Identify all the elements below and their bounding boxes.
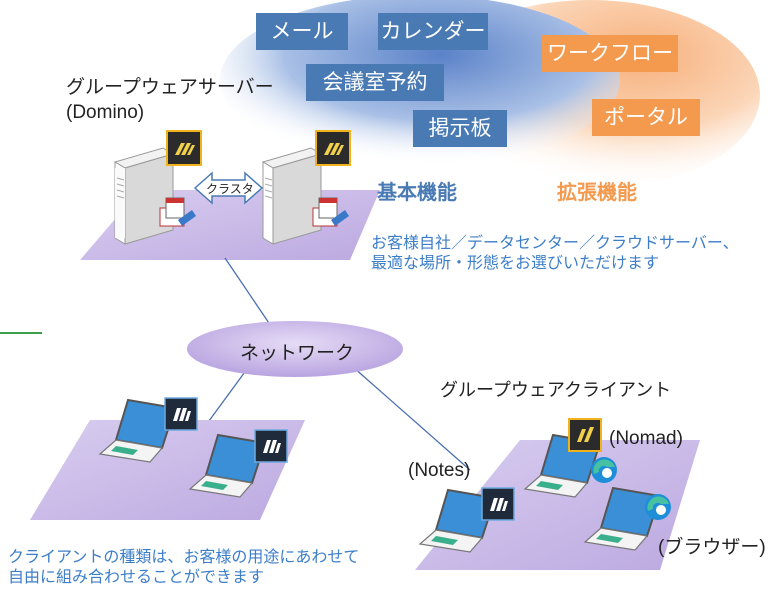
cluster-label: クラスタ (206, 182, 254, 196)
hosting-note-line2: 最適な場所・形態をお選びいただけます (371, 255, 660, 272)
client-note-line1: クライアントの種類は、お客様の用途にあわせて (8, 549, 360, 566)
link-network-right (344, 359, 471, 471)
hosting-note-line1: お客様自社／データセンター／クラウドサーバー、 (371, 235, 739, 252)
server-left (113, 147, 175, 245)
function-tag-mail: メール (256, 13, 348, 50)
laptop-icon (188, 433, 267, 498)
client-note-line2: 自由に組み合わせることができます (8, 569, 265, 586)
server-subtitle: (Domino) (66, 102, 145, 123)
server-title: グループウェアサーバー (66, 77, 274, 98)
notes-icon (481, 487, 515, 521)
domino-icon (166, 130, 202, 166)
function-tag-workflow: ワークフロー (542, 35, 678, 72)
domino-icon (315, 130, 351, 166)
function-tag-room-reservation: 会議室予約 (306, 64, 444, 101)
function-tag-bulletin-board: 掲示板 (413, 110, 507, 147)
network-label: ネットワーク (240, 343, 355, 364)
calendar-mail-icon (159, 197, 196, 227)
function-tag-calendar: カレンダー (378, 13, 488, 50)
laptop-icon (98, 398, 177, 463)
server-right (261, 147, 323, 245)
notes-icon (254, 429, 288, 463)
nomad-label: (Nomad) (609, 428, 683, 449)
link-server-network (224, 257, 276, 333)
laptop-icon (583, 486, 662, 551)
browser-label: (ブラウザー) (658, 537, 766, 558)
basic-functions-label: 基本機能 (377, 182, 457, 204)
notes-icon (164, 397, 198, 431)
network-cloud (187, 321, 403, 377)
calendar-mail-icon (312, 197, 349, 227)
function-tag-portal: ポータル (592, 99, 700, 136)
clients-title: グループウェアクライアント (440, 380, 672, 400)
nomad-icon (568, 418, 602, 452)
edge-browser-icon (591, 457, 617, 483)
edge-browser-icon (645, 494, 671, 520)
extended-functions-label: 拡張機能 (557, 182, 637, 204)
notes-label: (Notes) (408, 460, 471, 481)
laptop-icon (418, 488, 497, 553)
cluster-arrow-icon (193, 171, 264, 205)
